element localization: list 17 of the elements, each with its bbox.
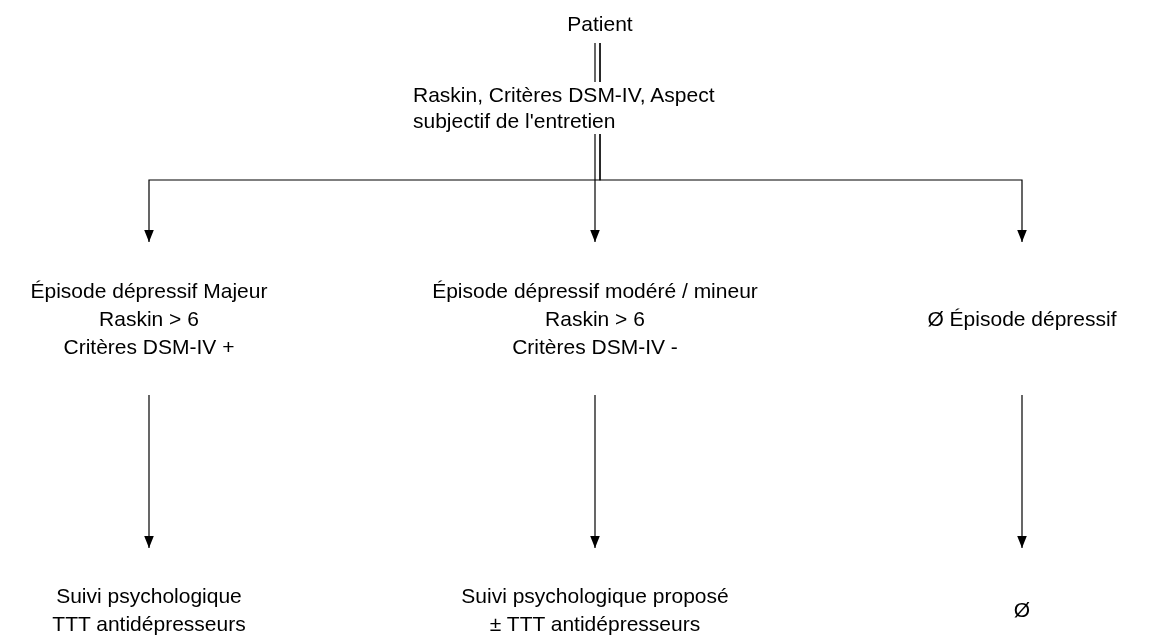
node-text: Raskin > 6 bbox=[99, 305, 199, 332]
node-text: TTT antidépresseurs bbox=[52, 610, 246, 637]
node-text: Suivi psychologique proposé bbox=[461, 582, 729, 609]
node-text: Ø bbox=[1013, 596, 1031, 623]
arrow bbox=[599, 42, 1027, 243]
node-text: ± TTT antidépresseurs bbox=[489, 610, 701, 637]
node-text: Épisode dépressif modéré / mineur bbox=[432, 277, 758, 304]
node-text: Ø Épisode dépressif bbox=[927, 305, 1117, 332]
node-text: Épisode dépressif Majeur bbox=[30, 277, 268, 304]
node-text: Patient bbox=[567, 11, 633, 37]
node-text: Critères DSM-IV - bbox=[512, 333, 678, 360]
arrow bbox=[144, 394, 154, 549]
node-text: Critères DSM-IV + bbox=[63, 333, 235, 360]
node-text: Raskin > 6 bbox=[545, 305, 645, 332]
node-text: Suivi psychologique bbox=[56, 582, 242, 609]
arrow bbox=[590, 394, 600, 549]
arrow bbox=[1017, 394, 1027, 549]
